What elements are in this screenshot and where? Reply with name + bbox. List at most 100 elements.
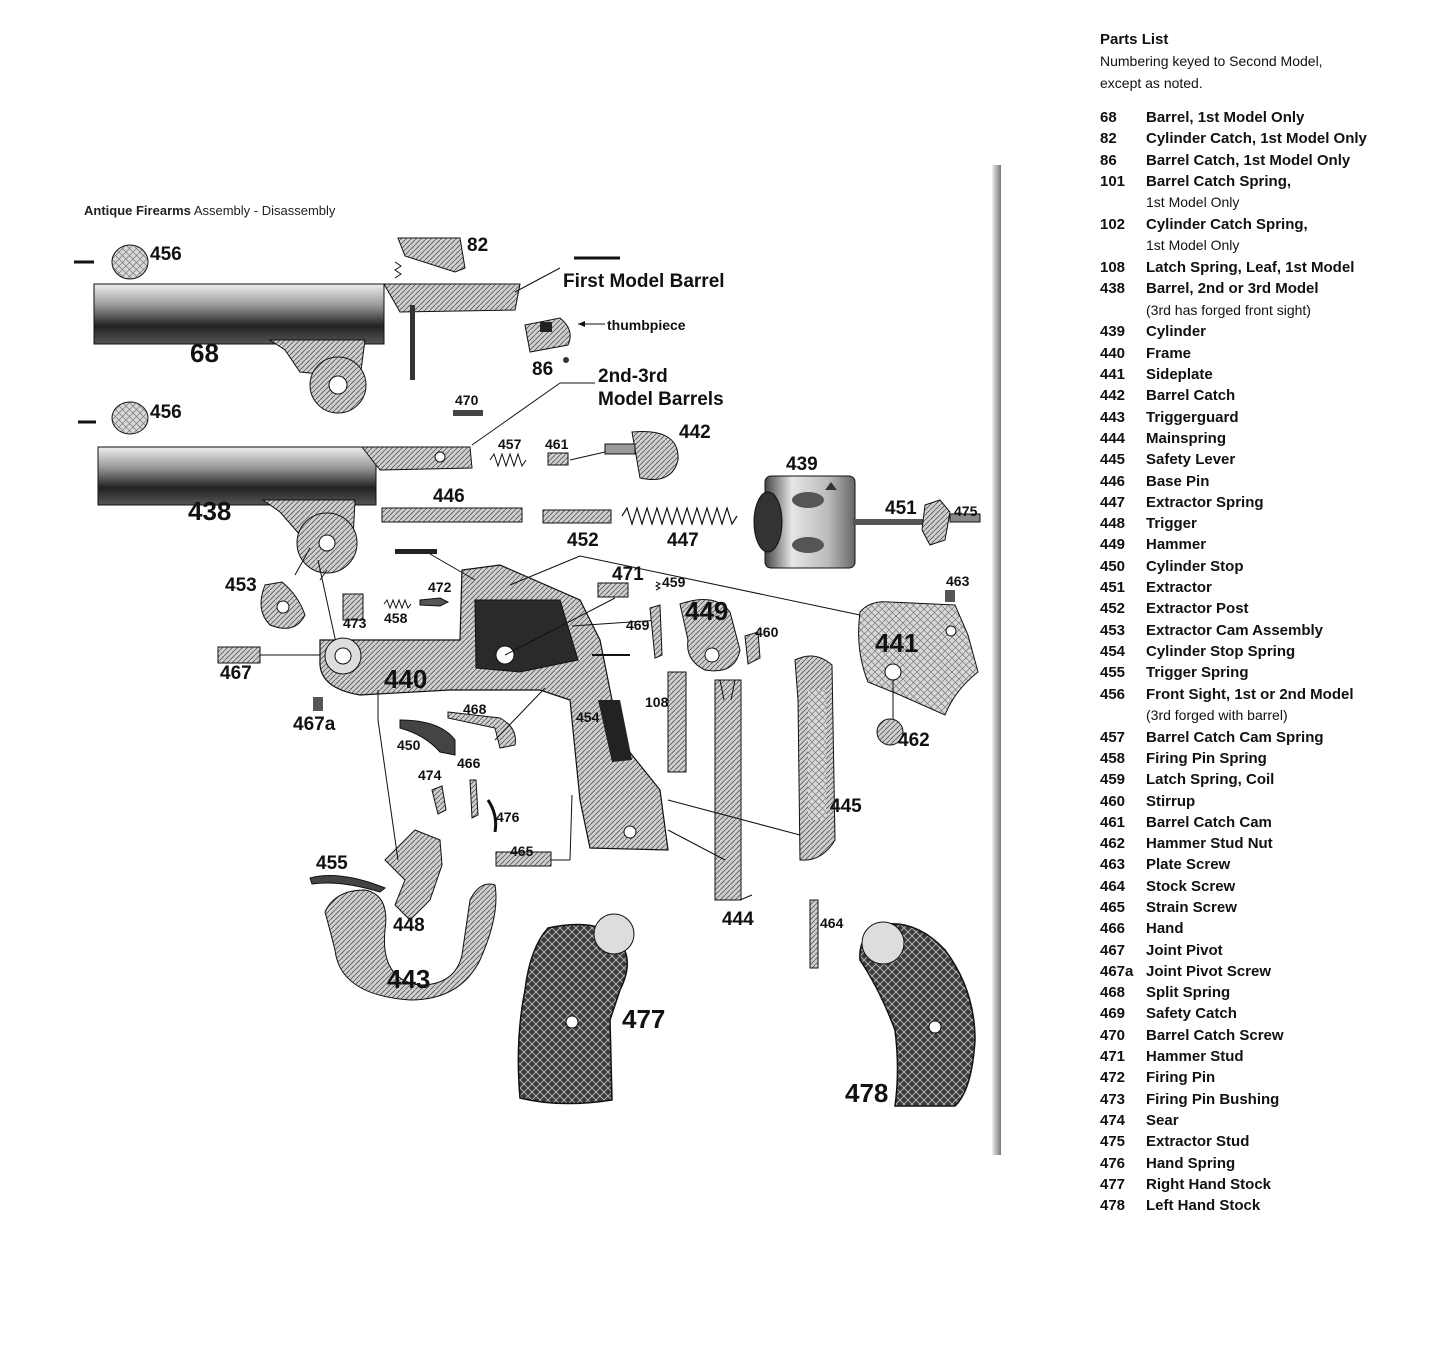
part-name: Trigger Spring [1146,664,1249,682]
parts-list-title: Parts List [1100,31,1169,48]
parts-list-item: 477 Right Hand Stock [1100,1174,1430,1195]
part-name-cell: Stirrup [1146,791,1430,812]
part-number: 82 [1100,130,1117,148]
part-name-cell: Mainspring [1146,428,1430,449]
part-name-cell: Hand Spring [1146,1153,1430,1174]
extractor-post-452-drawing [542,509,612,524]
part-name: Barrel Catch, 1st Model Only [1146,151,1351,169]
callout-labels: 456 82 First Model Barrel thumbpiece 68 … [150,235,978,1108]
parts-list-item: 463 Plate Screw [1100,854,1430,875]
part-name-cell: Hammer Stud Nut [1146,833,1430,854]
part-number: 443 [1100,408,1126,426]
spring-457-drawing [489,452,527,468]
part-name: Trigger [1146,515,1197,533]
part-number: 68 [1100,109,1117,126]
sear-474-drawing [431,785,447,815]
part-name: Latch Spring, Coil [1146,771,1275,789]
part-number: 108 [1100,259,1126,277]
part-name: Hand [1146,920,1184,938]
callout-452: 452 [567,530,599,551]
part-number: 453 [1100,621,1126,639]
callout-439: 439 [786,454,818,475]
part-number: 438 [1100,280,1126,298]
part-number: 458 [1100,749,1126,767]
callout-108: 108 [645,694,669,710]
callout-469: 469 [626,617,650,633]
parts-list-item: 68 Barrel, 1st Model Only [1100,107,1430,128]
part-number: 461 [1100,813,1126,831]
callout-model-barrels: Model Barrels [598,389,724,410]
part-number: 442 [1100,387,1126,405]
cylinder-stop-450-drawing [399,719,456,756]
part-name: Plate Screw [1146,856,1231,874]
part-name: Safety Catch [1146,1005,1237,1023]
part-name-cell: Stock Screw [1146,876,1430,897]
part-number: 475 [1100,1133,1126,1151]
part-name: Cylinder Stop [1146,557,1244,575]
part-name: Cylinder [1146,323,1207,341]
callout-474: 474 [418,767,442,783]
part-number: 477 [1100,1175,1126,1193]
part-name-cell: Safety Catch [1146,1003,1430,1024]
trigger-spring-455-drawing [309,875,386,893]
part-name-cell: Latch Spring, Leaf, 1st Model [1146,257,1430,278]
barrel-catch-86-drawing [524,317,571,363]
part-note: (3rd has forged front sight) [1146,301,1311,318]
part-name: Extractor Post [1146,600,1249,618]
part-name-cell: Split Spring [1146,982,1430,1003]
hand-466-drawing [469,779,479,819]
part-number: 439 [1100,323,1126,341]
part-number: 444 [1100,429,1126,447]
part-name: Barrel Catch Cam [1146,813,1272,831]
stud-nut-462-drawing [876,718,904,746]
safety-lever-445-drawing [794,655,836,861]
callout-470: 470 [455,392,479,408]
part-name-cell: Firing Pin Bushing [1146,1089,1430,1110]
part-name-cell: Barrel Catch Screw [1146,1025,1430,1046]
part-name-cell: Sear [1146,1110,1430,1131]
part-name: Right Hand Stock [1146,1175,1272,1193]
callout-462: 462 [898,730,930,751]
part-name-cell: Barrel Catch Cam Spring [1146,727,1430,748]
base-pin-446-drawing [381,507,523,523]
part-name: Extractor Stud [1146,1133,1250,1151]
joint-pivot-467-drawing [217,646,261,664]
part-number: 101 [1100,172,1126,190]
callout-477: 477 [622,1004,665,1034]
part-number: 447 [1100,493,1126,511]
part-number: 463 [1100,856,1126,874]
part-number: 460 [1100,792,1126,810]
part-number: 446 [1100,472,1126,490]
part-number: 452 [1100,600,1126,618]
part-name-cell: Trigger [1146,513,1430,534]
cylinder-catch-82-drawing [394,237,466,279]
part-name: Mainspring [1146,429,1227,447]
parts-list-subtitle: Numbering keyed to Second Model, except … [1100,53,1323,91]
triggerguard-443-drawing [324,883,497,1001]
callout-454: 454 [576,709,600,725]
part-name: Stock Screw [1146,877,1236,895]
parts-list-item: 461 Barrel Catch Cam [1100,812,1430,833]
part-number: 451 [1100,579,1126,597]
part-name-cell: Extractor Spring [1146,492,1430,513]
part-name: Sear [1146,1111,1179,1129]
part-name-cell: Barrel, 1st Model Only [1146,107,1430,128]
